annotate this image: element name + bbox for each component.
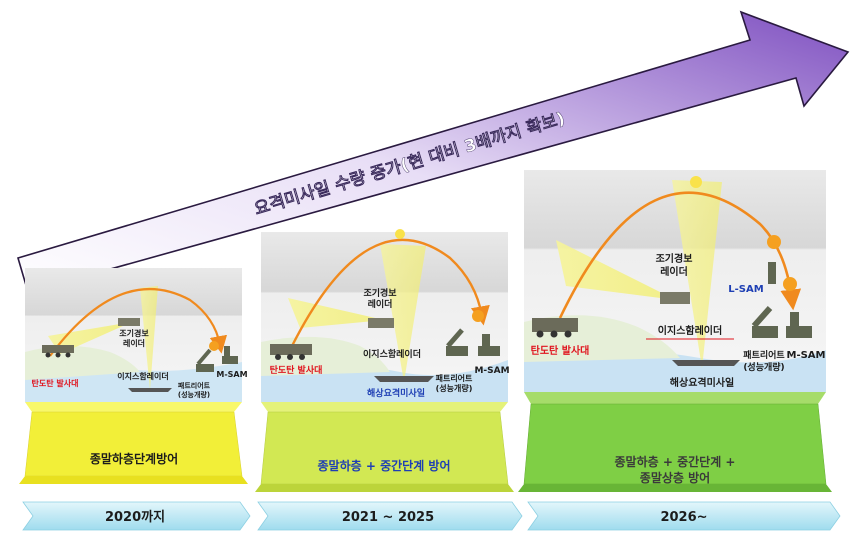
stage-1-msam-launcher [222,346,238,364]
stage-1-launcher-label: 탄도탄 발사대 [32,378,79,388]
banner-text: 요격미사일 수량 증가(현 대비 3배까지 확보) [252,109,567,220]
stage-1-patriot-launcher [196,348,214,372]
stage-3-aegis-label: 이지스함레이더 [658,324,722,337]
timeline: 2020까지 2021 ~ 2025 2026~ [22,501,841,531]
stage-2-radar-vehicle [368,318,394,328]
stage-2-msam-label: M-SAM [474,366,509,376]
stage-1-trajectory [49,287,228,357]
stage-2-aegis-label: 이지스함레이더 [363,348,421,360]
stage-2-panel: 조기경보 레이더 이지스함레이더 탄도탄 발사대 해상요격미사일 패트리어트 (… [261,229,510,402]
stage-2-patriot-label-2: (성능개량) [436,383,473,393]
stage-1-aegis-label: 이지스함레이더 [117,371,169,381]
stage-3-radar-vehicle [660,292,690,304]
stage-3-intercept-burst [783,277,797,291]
timeline-label-3: 2026~ [660,510,707,525]
timeline-label-2: 2021 ~ 2025 [342,510,434,525]
stage-2-radar-beam [288,298,384,328]
stage-3-aegis-beam [672,180,722,368]
stage-2-ship [374,376,434,382]
stage-3-lsam-label: L-SAM [728,284,763,295]
stage-3-base-label-1: 종말하층 + 중간단계 + [615,454,736,469]
growth-arrow-shape [17,10,850,293]
stage-3-radar-label-2: 레이더 [660,265,688,278]
stage-2-patriot-launcher [446,328,468,356]
timeline-segment-3 [527,501,841,531]
stage-2-intercept-burst [472,310,484,322]
stage-1-base-label: 종말하층단계방어 [90,451,178,466]
stage-3-msam-launcher [786,312,812,338]
stage-1-radar-label-2: 레이더 [123,338,145,348]
stage-2-base-label: 종말하층 + 중간단계 방어 [318,458,451,473]
stage-3-sea [524,350,826,392]
stage-3-patriot-launcher [751,306,778,338]
stage-3-trajectory [558,191,802,319]
stage-2-launcher-vehicle [270,344,312,360]
stage-2-aegis-beam [380,244,426,382]
stage-2-patriot-label-1: 패트리어트 [436,373,473,383]
stage-2-radar-label-1: 조기경보 [363,287,397,299]
stage-3-radar-label-1: 조기경보 [656,252,693,265]
stage-3-lsam-launcher [768,262,776,284]
stage-3-base-label-2: 종말상층 방어 [640,470,710,485]
timeline-segment-1 [22,501,251,531]
stage-3-base: 종말하층 + 중간단계 + 종말상층 방어 [518,392,832,492]
stage-2-detect-burst [395,229,405,239]
stage-1-base: 종말하층단계방어 [19,402,248,484]
stage-1-ship [128,388,172,392]
stage-3-patriot-label-2: (성능개량) [743,361,784,373]
stage-3-launcher-vehicle [532,318,578,338]
stage-3-launcher-label: 탄도탄 발사대 [531,344,590,357]
stage-2-ship-label: 해상요격미사일 [367,387,425,399]
stage-1-intercept-burst [209,341,219,351]
stage-1-launcher-vehicle [42,345,74,358]
stage-1-patriot-label-1: 패트리어트 [178,381,211,390]
stage-1-aegis-beam [140,286,158,390]
stage-3-lsam-burst [767,235,781,249]
stage-1-panel: 조기경보 레이더 이지스함레이더 탄도탄 발사대 패트리어트 (성능개량) M-… [25,268,248,402]
stage-2-base: 종말하층 + 중간단계 방어 [255,402,514,492]
stage-1-land [25,346,140,380]
stage-3-detect-burst [690,176,702,188]
stage-3-ship-label: 해상요격미사일 [670,376,734,389]
stage-2-trajectory [290,238,490,347]
stage-2-radar-label-2: 레이더 [368,298,393,310]
stage-1-radar-label-1: 조기경보 [119,328,149,338]
stage-3-msam-label: M-SAM [787,350,826,361]
stage-2-msam-launcher [478,334,500,356]
stage-3-patriot-label-1: 패트리어트 [743,349,785,361]
timeline-segment-2 [257,501,523,531]
stage-3-panel: 조기경보 레이더 이지스함레이더 탄도탄 발사대 해상요격미사일 L-SAM 패… [524,170,826,392]
stage-3-radar-beam [556,240,676,300]
stage-3-ship [672,360,740,366]
stage-2-launcher-label: 탄도탄 발사대 [270,364,323,376]
stage-1-radar-vehicle [118,318,140,326]
timeline-label-1: 2020까지 [105,510,165,525]
stage-1-msam-label: M-SAM [216,370,247,379]
stage-1-patriot-label-2: (성능개량) [178,390,210,399]
